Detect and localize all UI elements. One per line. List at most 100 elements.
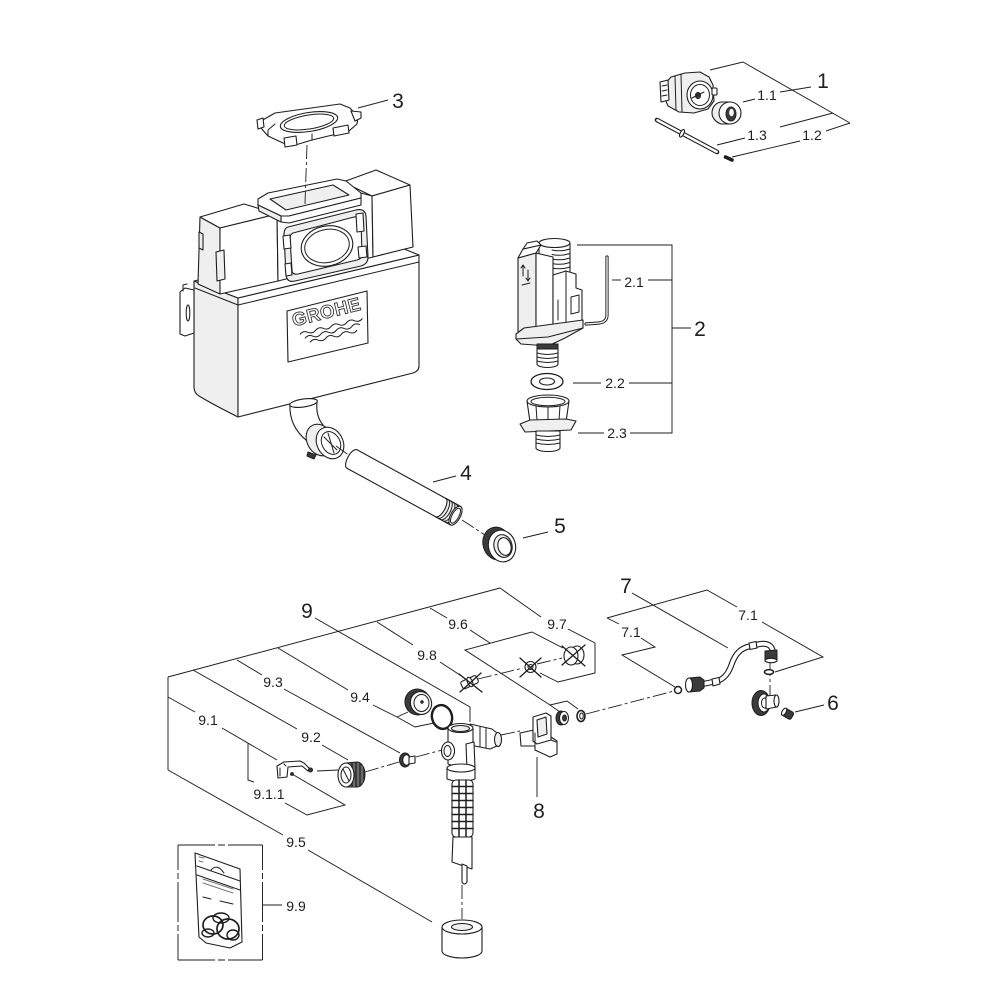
leader-7-1-left (606, 617, 620, 625)
actuator-lug (711, 87, 718, 96)
nut-bore (562, 714, 567, 722)
part-7-hose (684, 640, 778, 693)
callout-6: 6 (827, 692, 839, 715)
valve-body-side (517, 252, 537, 336)
angle-connector (751, 690, 780, 716)
part-9-fill-valve (440, 722, 503, 885)
washer-hole (579, 712, 584, 720)
leader-9-4 (396, 716, 435, 728)
callout-7-1-upper: 7.1 (738, 607, 758, 623)
axis-line-valve-to-holder (500, 730, 521, 736)
leader-9-6 (469, 629, 491, 644)
valve-pivot-knob-inner (443, 745, 452, 757)
logo-wave (299, 318, 363, 335)
leader-9-5 (307, 849, 433, 923)
nut-opening-detail (342, 768, 350, 782)
holder-edge (534, 732, 557, 747)
leader-1-bracket (709, 61, 851, 124)
frame-foot-front (283, 135, 298, 148)
rod-fill (656, 118, 718, 154)
valve-body-top-tab (522, 240, 542, 250)
cap-center (420, 700, 424, 704)
kit-o-ring (201, 928, 215, 938)
crossed-out-part-right (561, 644, 586, 667)
part-9-1-clip (276, 760, 313, 779)
seat-spigot-threads (535, 434, 561, 445)
kit-bag-header (196, 865, 241, 891)
float-cylinder-top (538, 237, 571, 249)
leader-2-bracket (577, 244, 673, 434)
cistern-tank: GROHE (179, 169, 420, 460)
leader-9 (314, 617, 471, 722)
flush-port-clip (282, 234, 292, 250)
kit-bag-seal-line (202, 896, 234, 905)
crossed-out-mark (519, 657, 542, 678)
frame-oval-opening (279, 111, 339, 133)
valve-filter-mesh (451, 779, 474, 838)
part-2-1-lever-wire (584, 255, 609, 326)
callout-9-5: 9.5 (286, 834, 306, 850)
callout-labels: 1 1.1 1.2 1.3 2 2.1 2.2 2.3 3 4 5 6 7 7.… (198, 70, 839, 914)
flush-port-opening-rim (304, 228, 350, 264)
part-9-4-o-ring (430, 703, 454, 731)
leader-9-1-1 (247, 743, 255, 783)
valve-body-arrow-marks (520, 264, 531, 286)
washer-ring (673, 685, 683, 695)
part-9-8-crossed-part (458, 672, 483, 693)
washer-hole (538, 377, 556, 386)
part-6-screw (780, 707, 795, 720)
callout-1-3: 1.3 (747, 127, 767, 143)
kit-o-ring (216, 918, 240, 940)
axis-line-coupling-to-pipe (335, 445, 351, 457)
cap-recess-highlight (729, 108, 734, 117)
valve-outlet-nut (493, 731, 503, 748)
part-2-2-washer (530, 372, 564, 391)
callout-4: 4 (460, 462, 472, 485)
logo-panel (286, 290, 369, 363)
frame-tab-right (350, 110, 362, 122)
callout-9-4: 9.4 (350, 689, 370, 705)
leader-9-6-bracket (549, 700, 579, 710)
leader-9-3 (236, 659, 263, 676)
leader-4 (432, 475, 457, 483)
part-1-2-pin (723, 155, 734, 162)
leader-1-3 (779, 112, 834, 128)
small-washer-hole (527, 664, 534, 670)
callout-2-2: 2.2 (605, 375, 625, 391)
connector-stub-end (773, 694, 780, 708)
leader-9-3 (283, 688, 401, 754)
part-9-5-cylinder (441, 919, 483, 959)
seat-spigot (535, 430, 561, 453)
actuator-shaft (691, 91, 705, 99)
leader-7-1-bracket (606, 589, 738, 619)
leader-9-1 (221, 727, 278, 761)
part-9-3-fitting (399, 752, 416, 768)
leader-9-5 (167, 769, 284, 836)
callout-3: 3 (392, 90, 404, 113)
kit-o-ring (212, 912, 230, 924)
kit-bag-hanger-hole (210, 866, 225, 874)
leader-9-2 (192, 669, 298, 730)
part-5-seal-ring (482, 526, 517, 563)
clip-body (276, 760, 311, 779)
o-ring (430, 703, 454, 731)
valve-lower-tube (451, 836, 473, 870)
hose-nut-left-face (684, 677, 694, 693)
cylinder-body (441, 926, 483, 959)
wire-outline (584, 255, 609, 326)
callout-9-6: 9.6 (448, 616, 468, 632)
callout-7-1-left: 7.1 (621, 624, 641, 640)
tank-side-clip (198, 231, 204, 251)
leader-1-and-1-1 (779, 86, 812, 93)
part-8-holder-bracket (519, 712, 558, 758)
hose-nut-elbow-face (764, 657, 778, 664)
actuator-tab-detail (661, 84, 668, 97)
valve-head-opening (450, 724, 471, 733)
pipe-end-inner (450, 507, 461, 524)
pipe-coupling-ribs (323, 432, 338, 454)
nut-opening (340, 766, 352, 784)
leader-9-1-1 (284, 773, 347, 816)
valve-collar-top (446, 763, 476, 773)
cylinder-bore (450, 922, 474, 932)
hose-outline (702, 640, 776, 687)
